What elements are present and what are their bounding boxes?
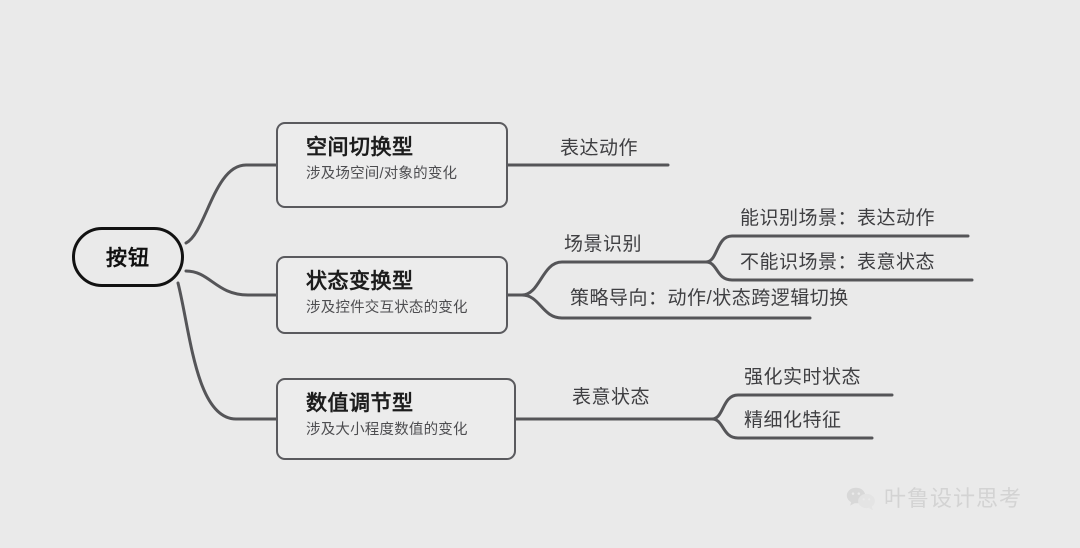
branch-title-state: 状态变换型 xyxy=(306,270,414,293)
leaf-label-celue-daoxiang: 策略导向：动作/状态跨逻辑切换 xyxy=(570,288,849,309)
leaf-label-qianghua-shishi: 强化实时状态 xyxy=(744,367,862,388)
branch-subtitle-space: 涉及场空间/对象的变化 xyxy=(306,165,458,182)
watermark-text: 叶鲁设计思考 xyxy=(884,486,1023,511)
branch-subtitle-value: 涉及大小程度数值的变化 xyxy=(306,421,468,438)
branch-node-state[interactable]: 状态变换型 涉及控件交互状态的变化 xyxy=(276,256,508,334)
branch-node-value[interactable]: 数值调节型 涉及大小程度数值的变化 xyxy=(276,378,516,460)
leaf-label-biaoda-dongzuo: 表达动作 xyxy=(560,138,639,159)
leaf-label-changjing-shibie: 场景识别 xyxy=(564,234,643,255)
leaf-label-neng-shibie: 能识别场景：表达动作 xyxy=(740,208,936,229)
branch-title-value: 数值调节型 xyxy=(306,392,414,415)
wire-root-to-space xyxy=(184,163,278,245)
wire-root-to-state xyxy=(184,269,278,297)
leaf-label-biaoyi-zhuangtai: 表意状态 xyxy=(572,387,651,408)
leaf-label-buneng-shibie: 不能识场景：表意状态 xyxy=(740,252,936,273)
wechat-icon xyxy=(846,487,875,511)
leaf-label-jingxihua-tezheng: 精细化特征 xyxy=(744,410,842,431)
root-node[interactable]: 按钮 xyxy=(72,227,184,287)
branch-node-space[interactable]: 空间切换型 涉及场空间/对象的变化 xyxy=(276,122,508,208)
root-node-label: 按钮 xyxy=(106,247,150,270)
branch-title-space: 空间切换型 xyxy=(306,136,414,159)
branch-subtitle-state: 涉及控件交互状态的变化 xyxy=(306,299,468,316)
watermark: 叶鲁设计思考 xyxy=(846,486,1022,512)
wire-root-to-value xyxy=(176,281,278,421)
